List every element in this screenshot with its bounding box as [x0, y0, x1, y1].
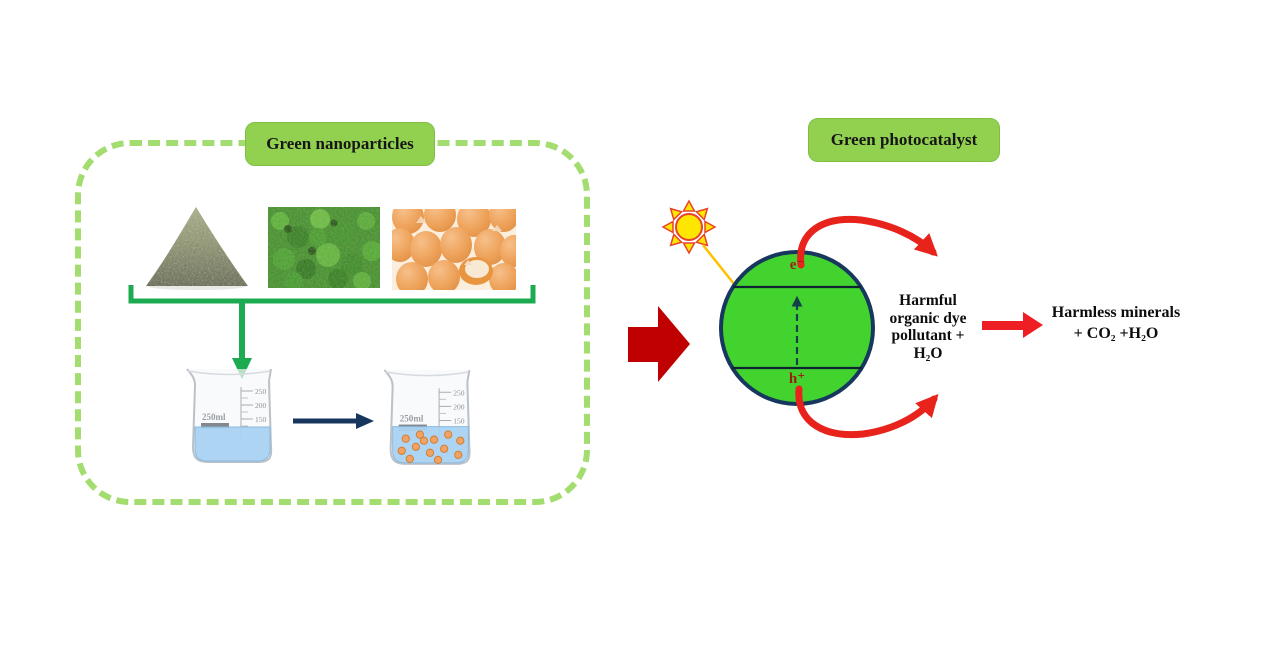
- scale-mark: 250: [255, 387, 267, 396]
- nanoparticle-dots: [397, 430, 465, 465]
- electron-label: e⁻: [789, 257, 805, 273]
- beaker-volume-label: 250ml: [202, 412, 226, 422]
- harmful-line: H₂O: [913, 344, 943, 362]
- harmful-line: organic dye: [889, 309, 967, 327]
- sun-icon: [661, 199, 717, 255]
- panel-title-label: Green nanoparticles: [266, 134, 414, 153]
- panel-title-label: Green photocatalyst: [830, 130, 978, 149]
- harmful-line: Harmful: [899, 292, 957, 309]
- scale-mark: 200: [453, 402, 465, 411]
- electron-transfer-arrow: [797, 215, 938, 269]
- harmless-products-text: Harmless minerals + CO₂ +H₂O: [1040, 302, 1192, 344]
- grouping-bracket: [128, 285, 536, 379]
- harmful-line: pollutant +: [891, 327, 965, 344]
- scale-mark: 200: [255, 401, 267, 410]
- panel-title-green-nanoparticles: Green nanoparticles: [245, 122, 435, 166]
- harmless-line: Harmless minerals: [1051, 304, 1181, 321]
- panel-title-green-photocatalyst: Green photocatalyst: [808, 118, 1000, 162]
- beaker-liquid: [194, 426, 271, 462]
- scale-mark: 250: [453, 388, 465, 397]
- hole-label: h⁺: [788, 371, 806, 387]
- beaker-nanoparticles: 250 200 150 250ml: [383, 369, 471, 465]
- scale-mark: 150: [453, 417, 465, 426]
- beaker-volume-label: 250ml: [400, 414, 424, 424]
- photocatalysis-diagram: [661, 199, 939, 439]
- eggshells-image: [392, 209, 516, 290]
- degradation-arrow: [982, 312, 1043, 338]
- process-arrow: [628, 306, 690, 382]
- green-algae-image: [268, 207, 380, 288]
- harmful-pollutant-text: Harmful organic dye pollutant + H₂O: [862, 292, 994, 362]
- mixing-arrow: [293, 413, 374, 429]
- hole-transfer-arrow: [795, 385, 939, 439]
- scale-mark: 150: [255, 415, 267, 424]
- nanoparticle-powder-image: [143, 198, 251, 290]
- beaker-solution: 250 200 150 250ml: [186, 368, 273, 463]
- harmless-line: + CO₂ +H₂O: [1073, 325, 1159, 342]
